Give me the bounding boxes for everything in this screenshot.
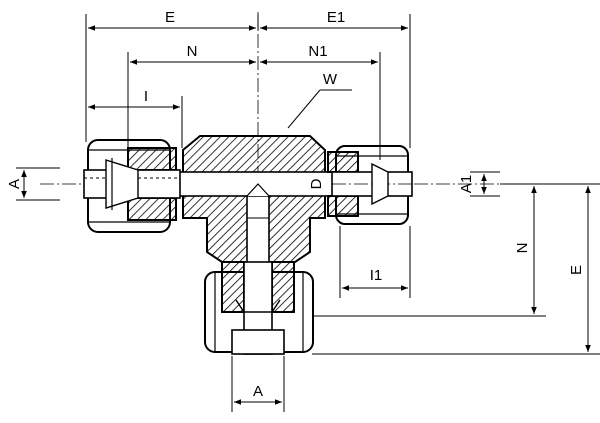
label-A-left: A bbox=[6, 179, 23, 189]
label-I1: I1 bbox=[370, 267, 383, 284]
label-E-top: E bbox=[165, 9, 175, 26]
label-D: D bbox=[308, 178, 325, 189]
label-I: I bbox=[144, 88, 148, 105]
label-N1-top: N1 bbox=[308, 43, 327, 60]
label-N-top: N bbox=[187, 43, 198, 60]
dimension-lines bbox=[16, 14, 600, 412]
label-A-bottom: A bbox=[253, 383, 263, 400]
bottom-compression-nut bbox=[204, 261, 314, 355]
left-compression-nut bbox=[83, 139, 181, 233]
label-E1-top: E1 bbox=[327, 9, 345, 26]
dimension-labels: E E1 N N1 W I A D A1 I1 N E A bbox=[6, 9, 585, 400]
label-N-right: N bbox=[514, 243, 531, 254]
label-W: W bbox=[323, 71, 338, 88]
tee-body bbox=[167, 135, 339, 266]
right-compression-nut bbox=[327, 145, 413, 225]
label-A1: A1 bbox=[458, 175, 475, 193]
label-E-right: E bbox=[568, 265, 585, 275]
